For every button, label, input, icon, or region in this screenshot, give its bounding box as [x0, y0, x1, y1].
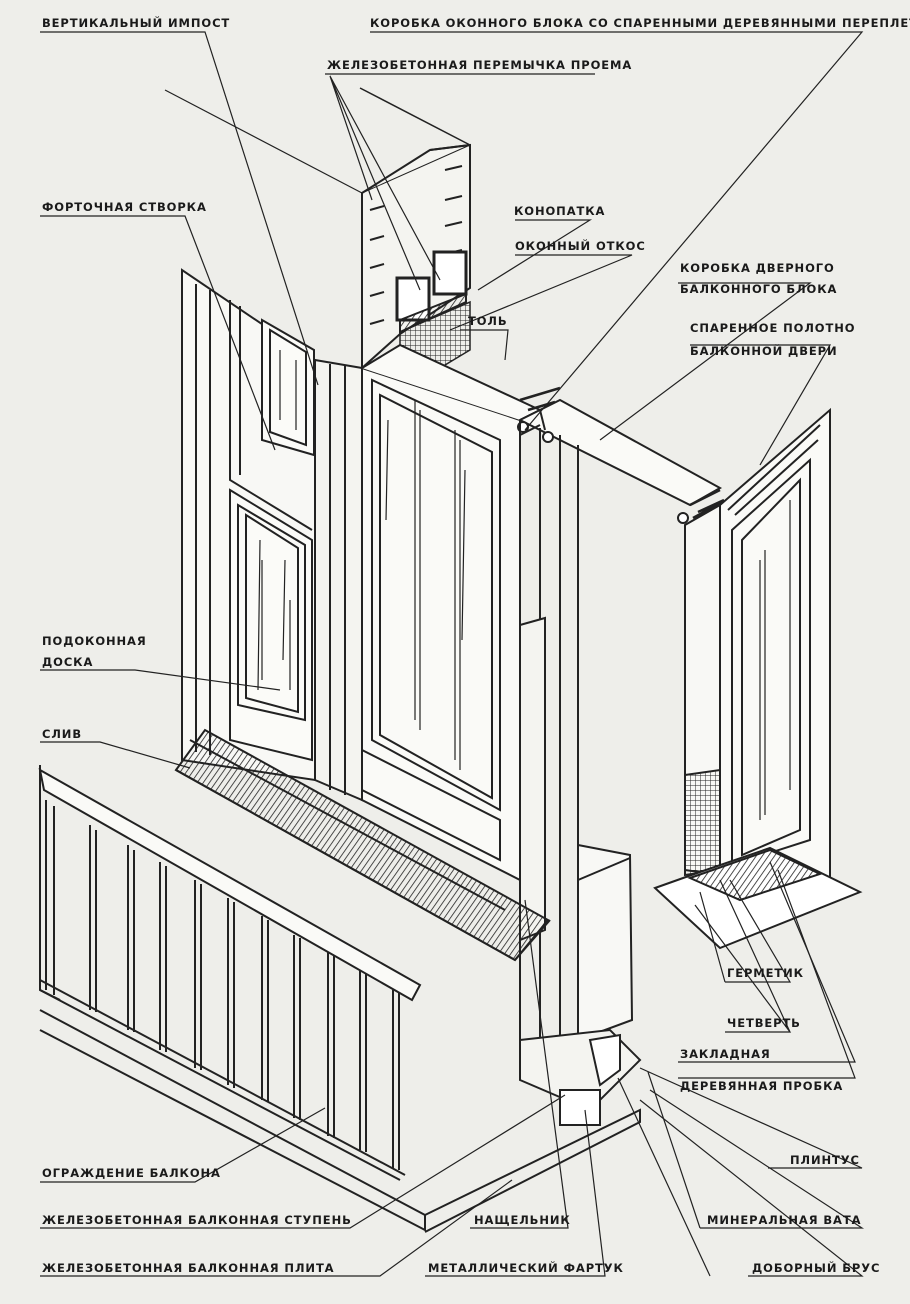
window-left	[181, 268, 316, 782]
label-sill-board-line1: ПОДОКОННАЯ	[42, 634, 147, 648]
balcony-railing	[38, 765, 641, 1233]
label-vent-sash: ФОРТОЧНАЯ СТВОРКА	[42, 200, 207, 214]
label-door-leaf-line1: СПАРЕННОЕ ПОЛОТНО	[690, 321, 855, 335]
label-extra-bar: ДОБОРНЫЙ БРУС	[752, 1260, 880, 1275]
balcony-door	[653, 407, 863, 950]
leader-lines	[40, 31, 865, 1277]
label-window-box: КОРОБКА ОКОННОГО БЛОКА СО СПАРЕННЫМИ ДЕР…	[370, 16, 910, 30]
window-main	[314, 343, 725, 1080]
label-slab: ЖЕЛЕЗОБЕТОННАЯ БАЛКОННАЯ ПЛИТА	[42, 1261, 334, 1275]
label-door-box-line2: БАЛКОННОГО БЛОКА	[680, 282, 837, 296]
label-plug-line2: ДЕРЕВЯННАЯ ПРОБКА	[680, 1079, 843, 1093]
label-plug-line1: ЗАКЛАДНАЯ	[680, 1047, 771, 1061]
window-sill	[174, 728, 551, 962]
label-cover-strip: НАЩЕЛЬНИК	[474, 1213, 571, 1227]
label-plinth: ПЛИНТУС	[790, 1153, 860, 1167]
label-sealant: ГЕРМЕТИК	[727, 966, 804, 980]
label-door-box-line1: КОРОБКА ДВЕРНОГО	[680, 261, 835, 275]
label-roofing-felt: ТОЛЬ	[468, 314, 508, 328]
label-metal-apron: МЕТАЛЛИЧЕСКИЙ ФАРТУК	[428, 1260, 624, 1275]
label-mineral-wool: МИНЕРАЛЬНАЯ ВАТА	[707, 1213, 861, 1227]
lintel-block	[359, 87, 471, 381]
label-door-leaf-line2: БАЛКОННОЙ ДВЕРИ	[690, 343, 837, 358]
label-drip: СЛИВ	[42, 727, 82, 741]
labels: ВЕРТИКАЛЬНЫЙ ИМПОСТ КОРОБКА ОКОННОГО БЛО…	[42, 15, 910, 1275]
label-sill-board-line2: ДОСКА	[42, 655, 93, 669]
label-lintel: ЖЕЛЕЗОБЕТОННАЯ ПЕРЕМЫЧКА ПРОЕМА	[327, 58, 632, 72]
label-railing: ОГРАЖДЕНИЕ БАЛКОНА	[42, 1166, 221, 1180]
label-caulking: КОНОПАТКА	[514, 204, 605, 218]
label-step: ЖЕЛЕЗОБЕТОННАЯ БАЛКОННАЯ СТУПЕНЬ	[42, 1213, 352, 1227]
label-quarter: ЧЕТВЕРТЬ	[727, 1016, 801, 1030]
label-window-reveal: ОКОННЫЙ ОТКОС	[515, 238, 646, 253]
label-vertical-impost: ВЕРТИКАЛЬНЫЙ ИМПОСТ	[42, 15, 230, 30]
